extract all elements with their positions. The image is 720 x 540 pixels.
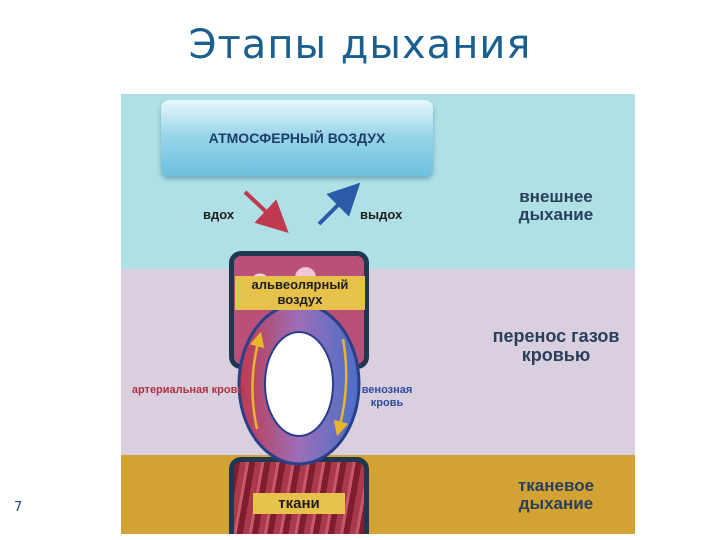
exhale-arrow [317,182,361,226]
slide-title: Этапы дыхания [188,22,532,68]
exhale-label: выдох [360,207,403,222]
tissue-respiration-label: тканевое дыхание [517,476,595,513]
gas-transport-label: перенос газов кровью [492,326,620,365]
venous-flow-arrow [333,338,349,437]
arterial-flow-arrow [249,331,265,430]
atmospheric-air-label: АТМОСФЕРНЫЙ ВОЗДУХ [208,130,386,146]
blood-circulation-ring [237,182,361,466]
gas-transport-band [121,269,635,455]
tissues-label: ткани [253,493,345,514]
external-respiration-label: внешнее дыхание [518,187,594,224]
blood-ring-inner [264,331,334,437]
venous-blood-label: венозная кровь [361,384,413,410]
inhale-arrow [243,190,289,233]
arterial-blood-label: артериальная кровь [131,384,245,396]
tissue-respiration-band [121,455,635,534]
inhale-label: вдох [203,207,235,222]
alveolar-air-label: альвеолярный воздух [235,276,365,310]
page-number: 7 [14,500,23,515]
respiration-stages-diagram: АТМОСФЕРНЫЙ ВОЗДУХ вдох выдох внешнее ды… [121,94,635,534]
atmospheric-air-box: АТМОСФЕРНЫЙ ВОЗДУХ [161,100,433,176]
